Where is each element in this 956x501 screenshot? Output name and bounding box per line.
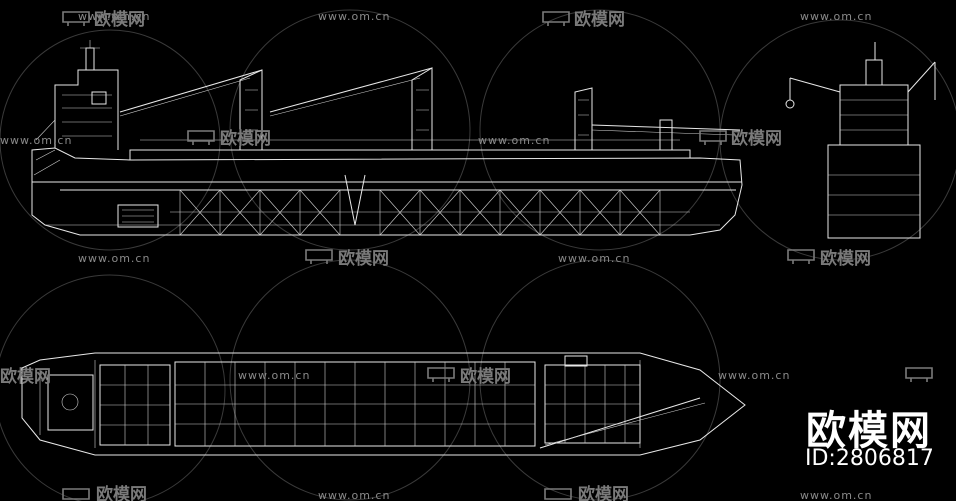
watermark-logo-icon xyxy=(187,130,215,145)
watermark-brand-5: 欧模网 xyxy=(338,248,389,269)
watermark-logo-icon xyxy=(305,249,333,264)
engine-block xyxy=(117,204,159,228)
watermark-site-7: www.om.cn xyxy=(558,252,630,265)
watermark-brand-1: 欧模网 xyxy=(94,9,145,30)
watermark-site-3: www.om.cn xyxy=(800,10,872,23)
model-id-label: ID:2806817 xyxy=(805,446,934,471)
plan-view xyxy=(21,352,746,456)
corner-brand-logo: 欧模网 xyxy=(806,408,932,454)
watermark-brand-3: 欧模网 xyxy=(220,128,271,149)
watermark-site-8: www.om.cn xyxy=(238,369,310,382)
hull-framing xyxy=(170,189,690,236)
crane-2 xyxy=(269,67,433,150)
watermark-site-9: www.om.cn xyxy=(718,369,790,382)
watermark-logo-icon xyxy=(542,11,570,26)
watermark-site-5: www.om.cn xyxy=(478,134,550,147)
side-elevation-view xyxy=(31,40,743,236)
watermark-brand-6: 欧模网 xyxy=(820,248,871,269)
watermark-brand-10: 欧模网 xyxy=(578,484,629,501)
watermark-logo-icon xyxy=(905,367,933,382)
watermark-arcs xyxy=(0,9,956,501)
watermark-logo-icon xyxy=(544,488,572,500)
crane-1 xyxy=(119,69,263,150)
watermark-brand-7: 欧模网 xyxy=(0,366,51,387)
watermark-logo-icon xyxy=(787,249,815,264)
watermark-logo-icon xyxy=(62,11,90,26)
watermark-site-11: www.om.cn xyxy=(800,489,872,501)
watermark-site-1: www.om.cn xyxy=(78,10,150,23)
watermark-logo-icon xyxy=(427,367,455,382)
watermark-site-4: www.om.cn xyxy=(0,134,72,147)
watermark-site-6: www.om.cn xyxy=(78,252,150,265)
watermark-brand-4: 欧模网 xyxy=(731,128,782,149)
watermark-brand-9: 欧模网 xyxy=(96,484,147,501)
watermark-layer: www.om.cn www.om.cn www.om.cn www.om.cn … xyxy=(0,9,933,501)
watermark-logo-icon xyxy=(699,130,727,145)
watermark-brand-8: 欧模网 xyxy=(460,366,511,387)
watermark-site-10: www.om.cn xyxy=(318,489,390,501)
end-view xyxy=(785,42,936,239)
watermark-site-2: www.om.cn xyxy=(318,10,390,23)
crane-3 xyxy=(574,87,741,150)
watermark-logo-icon xyxy=(62,488,90,500)
watermark-brand-2: 欧模网 xyxy=(574,9,625,30)
